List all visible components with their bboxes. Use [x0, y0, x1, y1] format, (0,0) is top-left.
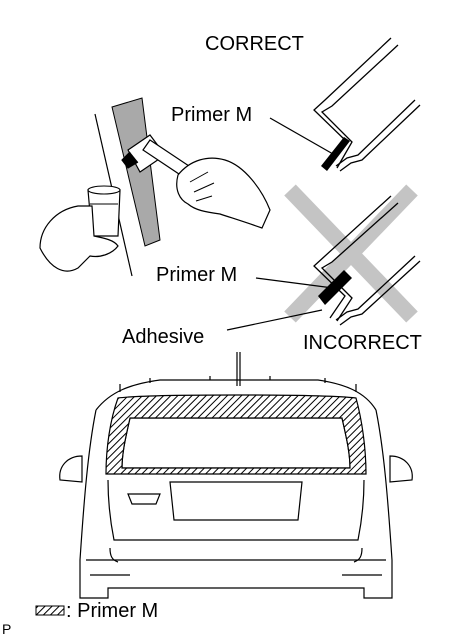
glass-panel-illustration	[111, 97, 161, 247]
incorrect-label: INCORRECT	[303, 332, 422, 354]
adhesive-label: Adhesive	[122, 326, 204, 348]
primer-mid-leader	[255, 277, 334, 289]
primer-mid-label: Primer M	[156, 264, 237, 286]
adhesive-leader	[226, 309, 323, 331]
incorrect-section-diagram	[313, 195, 421, 326]
corner-code: P	[2, 621, 11, 637]
primer-top-label: Primer M	[171, 104, 252, 126]
correct-section-diagram	[313, 37, 421, 172]
vehicle-rear-illustration	[59, 352, 413, 599]
primer-layer-correct	[321, 137, 350, 171]
application-illustration	[39, 97, 271, 277]
correct-label: CORRECT	[205, 33, 304, 55]
incorrect-cross	[284, 184, 418, 323]
primer-legend-swatch	[35, 605, 65, 616]
primer-top-leader	[269, 117, 334, 155]
legend-label: : Primer M	[66, 600, 158, 622]
right-hand-illustration	[176, 157, 271, 229]
primer-layer-incorrect	[318, 270, 352, 305]
windshield-primer-band	[105, 394, 367, 475]
left-hand-illustration	[39, 205, 119, 272]
